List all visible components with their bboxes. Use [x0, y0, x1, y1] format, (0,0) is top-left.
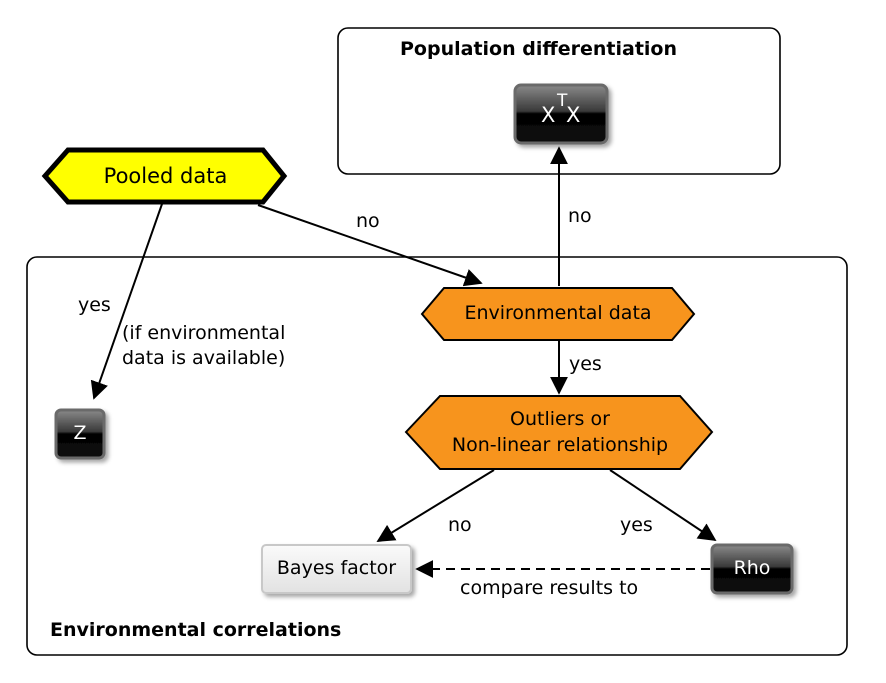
environmental-data-node	[420, 287, 696, 341]
rho-button[interactable]	[710, 543, 794, 595]
edge-label-pooled-no: no	[356, 210, 380, 232]
environmental-correlations-region	[26, 256, 848, 656]
xtx-label-t: T	[557, 91, 568, 111]
rho-label: Rho	[733, 557, 771, 579]
edge-label-outliers-no: no	[448, 514, 472, 536]
bayes-factor-label: Bayes factor	[276, 557, 397, 579]
edge-label-outliers-yes: yes	[620, 514, 653, 536]
edge-pooled-to-environmental	[257, 204, 483, 287]
z-button[interactable]	[54, 408, 106, 460]
edge-label-compare: compare results to	[460, 577, 639, 599]
edge-label-env-yes: yes	[569, 353, 602, 375]
pooled-data-node	[41, 147, 288, 205]
edge-label-pooled-yes: yes	[78, 294, 111, 316]
edge-outliers-to-bayes	[376, 469, 495, 542]
outliers-label-line1: Outliers or	[510, 408, 610, 430]
edge-outliers-to-rho	[609, 469, 717, 541]
xtx-label-x1: X	[541, 103, 556, 127]
outliers-label-line2: Non-linear relationship	[451, 434, 669, 456]
environmental-data-label: Environmental data	[464, 302, 652, 324]
edge-pooled-to-z	[90, 203, 163, 400]
edge-label-pooled-note-line2: data is available)	[122, 347, 286, 369]
population-differentiation-title: Population differentiation	[400, 38, 677, 60]
environmental-correlations-title: Environmental correlations	[50, 619, 342, 641]
xtx-label-x2: X	[566, 103, 581, 127]
edge-label-env-no: no	[568, 205, 592, 227]
xtx-button[interactable]	[513, 83, 609, 145]
pooled-data-label: Pooled data	[103, 164, 228, 188]
z-label: Z	[73, 422, 87, 444]
bayes-factor-button[interactable]	[261, 544, 412, 594]
xtx-label: X T X	[515, 85, 607, 143]
edge-label-pooled-note-line1: (if environmental	[122, 322, 286, 344]
outliers-node	[404, 395, 714, 470]
